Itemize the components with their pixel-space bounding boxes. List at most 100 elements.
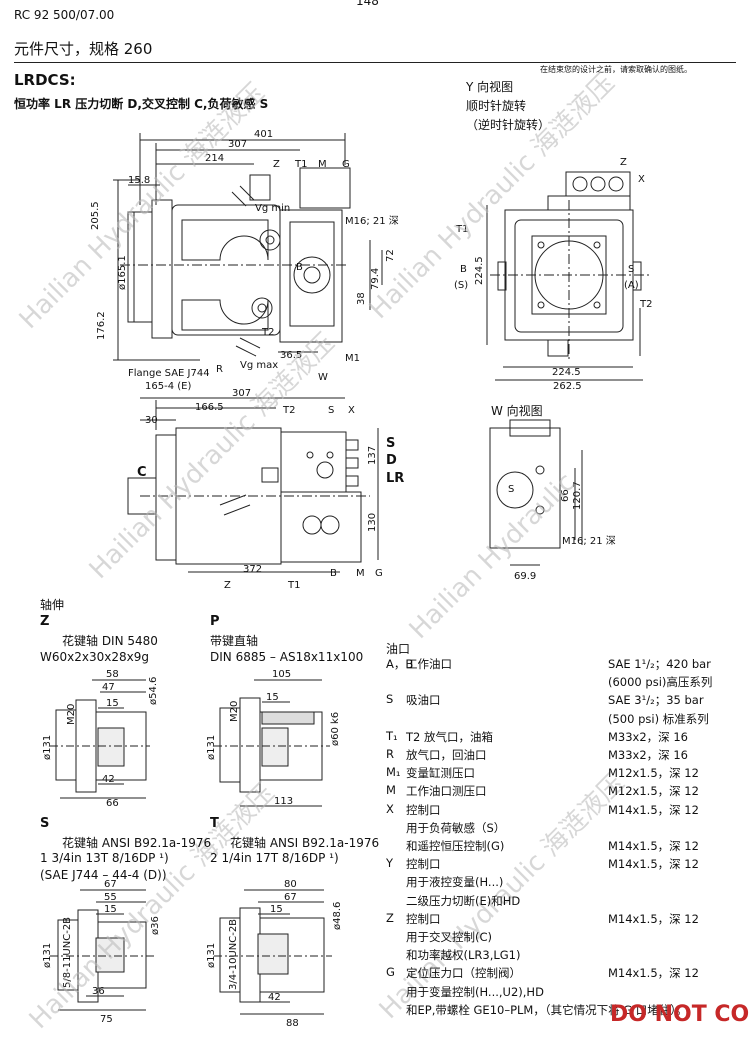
port-row: 用于变量控制(H...,U2),HD [386, 984, 746, 1002]
vgmin-label: Vg min [255, 203, 290, 214]
s-dim-d: ø131 [42, 943, 53, 968]
s-dim-a: 67 [104, 879, 117, 890]
shaft-t-drawing [214, 889, 332, 1015]
z-dim-h: 66 [106, 798, 119, 809]
y-port-s-alt-label: (S) [454, 280, 468, 291]
s-dim-f: ø36 [150, 916, 161, 935]
port-desc: 吸油口 [406, 693, 441, 708]
port-desc: 用于负荷敏感（S） [406, 820, 506, 835]
y-dim-224-5: 224.5 [474, 256, 485, 285]
y-dim-262-5: 262.5 [553, 381, 582, 392]
port-row: 用于负荷敏感（S） [386, 820, 746, 838]
dim-38: 38 [356, 292, 367, 305]
dim-79-4: 79.4 [370, 268, 381, 290]
dim-30: 30 [145, 415, 158, 426]
port-code: S [386, 692, 394, 707]
port-desc: 变量缸测压口 [406, 766, 475, 781]
t-dim-f: ø48.6 [332, 902, 343, 930]
y-port-t1-label: T1 [455, 224, 468, 235]
z-dim-f: ø131 [42, 735, 53, 760]
w-view-title: W 向视图 [491, 403, 543, 418]
p-dim-c: M20 [229, 701, 240, 722]
port-code: M [386, 783, 396, 798]
port-code: A，B [386, 657, 414, 671]
shaft-z-line1: 花键轴 DIN 5480 [62, 634, 158, 648]
flange-label: Flange SAE J744 [128, 368, 210, 379]
svg-text:Hailian Hydraulic 海涟液压: Hailian Hydraulic 海涟液压 [84, 328, 341, 585]
port-row: Y 控制口 M14x1.5，深 12 [386, 856, 746, 874]
side-port-z-label: Z [224, 580, 231, 591]
svg-text:Hailian Hydraulic: Hailian Hydraulic [404, 467, 582, 645]
port-row: 用于液控变量(H...) [386, 874, 746, 892]
side-port-b-label: B [330, 568, 337, 579]
port-row: 用于交叉控制(C) [386, 929, 746, 947]
port-desc: T2 放气口，油箱 [406, 729, 493, 744]
dim-15-8: 15.8 [128, 175, 150, 186]
port-row: 二级压力切断(E)和HD [386, 893, 746, 911]
dim-137: 137 [367, 446, 378, 465]
y-view-rotation: 顺时针旋转 [466, 99, 527, 113]
z-dim-e: M20 [66, 704, 77, 725]
port-row: 和遥控恒压控制(G)M14x1.5，深 12 [386, 838, 746, 856]
port-code: Z [386, 910, 394, 925]
m16-label: M16; 21 深 [345, 215, 399, 227]
port-desc: 和EP,带螺栓 GE10–PLM，（其它情况下将 G 口堵住）。 [406, 1002, 688, 1017]
side-port-t1-label: T1 [287, 580, 300, 591]
port-spec: M14x1.5，深 12 [608, 857, 699, 872]
port-spec: M14x1.5，深 12 [608, 802, 699, 817]
s-dim-b: 55 [104, 892, 117, 903]
shaft-s-line3: (SAE J744 – 44-4 (D)) [40, 868, 167, 882]
shaft-t-line2: 2 1/4in 17T 8/16DP ¹) [210, 851, 339, 865]
dim-307b: 307 [232, 388, 251, 399]
port-code: Y [386, 856, 394, 871]
side-port-s-label: S [328, 405, 334, 416]
z-dim-g: 42 [102, 774, 115, 785]
dim-165-1: ø165.1 [117, 255, 128, 290]
port-spec: (500 psi) 标准系列 [608, 711, 709, 726]
port-desc: 控制口 [406, 911, 441, 926]
port-b-label: B [296, 262, 303, 273]
t-dim-h: 88 [286, 1018, 299, 1029]
p-dim-a: 105 [272, 669, 291, 680]
shaft-z-drawing [50, 679, 150, 799]
port-desc: 工作油口 [406, 657, 452, 671]
section-heading: LRDCS: [14, 71, 76, 89]
shaft-p-drawing [214, 679, 330, 807]
port-spec: M14x1.5，深 12 [608, 839, 699, 853]
port-t1-label: T1 [294, 159, 307, 170]
shaft-s-line2: 1 3/4in 13T 8/16DP ¹) [40, 851, 169, 865]
port-spec: SAE 1¹/₂；420 bar [608, 657, 711, 671]
y-port-a-label: (A) [624, 280, 639, 291]
port-row: (500 psi) 标准系列 [386, 711, 746, 729]
t-dim-c: 15 [270, 904, 283, 915]
port-desc: 控制口 [406, 857, 441, 872]
shaft-p-line2: DIN 6885 – AS18x11x100 [210, 650, 364, 664]
port-row: 和EP,带螺栓 GE10–PLM，（其它情况下将 G 口堵住）。 [386, 1002, 746, 1020]
view-w-arrow-label: W [318, 372, 328, 383]
port-spec: M33x2，深 16 [608, 729, 688, 744]
page-title: 元件尺寸，规格 260 [14, 40, 153, 58]
t-dim-d: ø131 [206, 943, 217, 968]
side-port-g-label: G [375, 568, 383, 579]
t-dim-e: 3/4-10UNC-2B [228, 919, 239, 990]
dim-130: 130 [367, 513, 378, 532]
shaft-z-code: Z [40, 614, 50, 629]
w-dim-120-7: 120.7 [572, 481, 583, 510]
p-dim-b: 15 [266, 692, 279, 703]
s-dim-e: 5/8-11UNC-2B [62, 917, 73, 988]
w-dim-69-9: 69.9 [514, 571, 536, 582]
drawing-note: 在结束您的设计之前，请索取确认的图纸。 [540, 65, 692, 74]
y-dim-224-5b: 224.5 [552, 367, 581, 378]
section-description: 恒功率 LR 压力切断 D,交叉控制 C,负荷敏感 S [14, 97, 269, 111]
w-view-drawing [489, 419, 583, 566]
p-dim-e: ø60 k6 [330, 712, 341, 746]
shaft-p-line1: 带键直轴 [210, 634, 259, 648]
port-code: T₁ [386, 728, 398, 743]
side-port-m-label: M [356, 568, 365, 579]
port-row: 和功率越权(LR3,LG1) [386, 947, 746, 965]
front-view-drawing [113, 133, 383, 361]
